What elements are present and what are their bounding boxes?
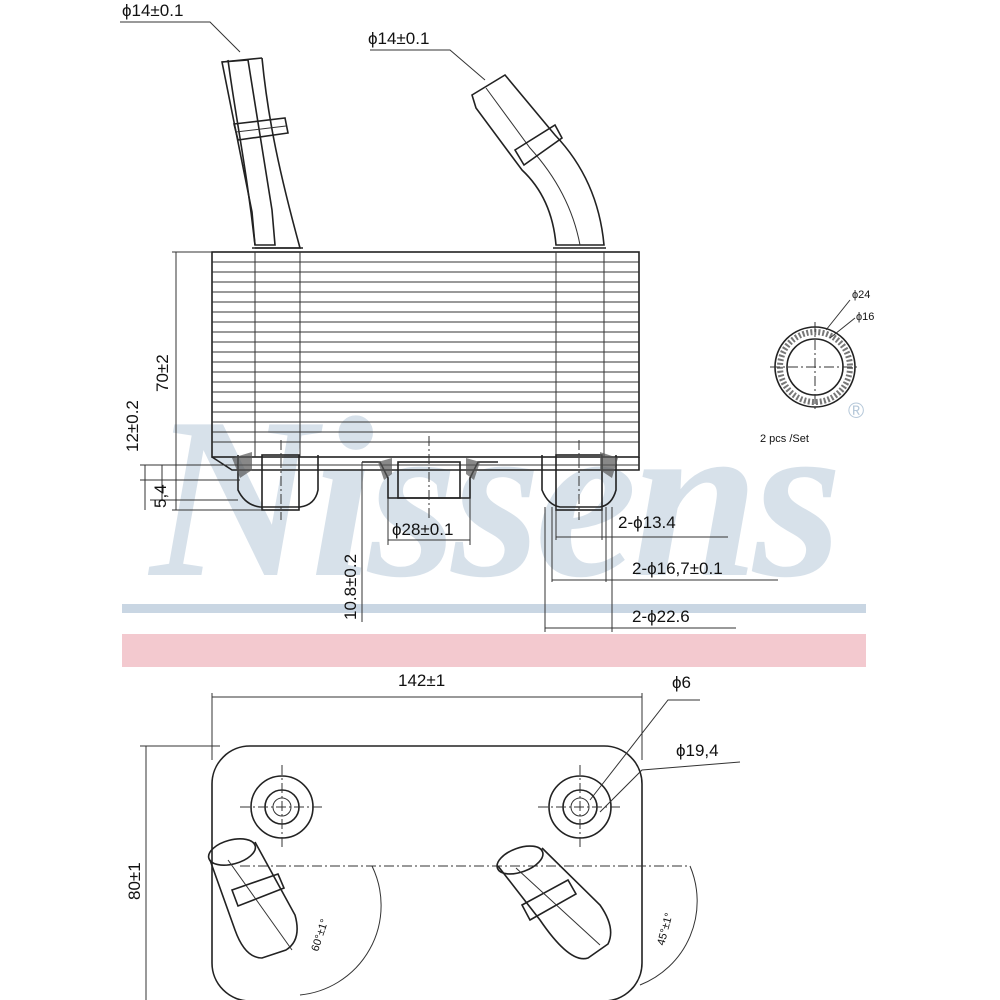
right-pipe-stub [496, 845, 612, 960]
watermark-stripe-red [122, 634, 866, 667]
height-70-label: 70±2 [153, 354, 172, 392]
core-fins [212, 261, 639, 443]
pipe-leaders [120, 21, 486, 81]
left-dimension-lines [140, 251, 262, 511]
left-pipe-collar [233, 117, 289, 141]
right-port-boss [541, 455, 617, 508]
core-outline [211, 251, 640, 458]
port-diameter-16-7-label: 2-ϕ16,7±0.1 [632, 559, 723, 578]
port-dimension-lines [544, 507, 778, 632]
hole-diameter-6-label: ϕ6 [672, 673, 691, 692]
right-pipe [471, 73, 606, 249]
depth-dimension-lines [361, 462, 471, 622]
height-5-4-label: 5,4 [151, 484, 170, 508]
right-pipe-collar [513, 123, 564, 167]
base-plate [211, 436, 640, 520]
seal-detail: ϕ24 ϕ16 2 pcs /Set [760, 289, 874, 445]
left-pipe-diameter-label: ϕ14±0.1 [122, 1, 183, 20]
left-port-boss [237, 455, 319, 508]
watermark-brand: Nissens [147, 370, 837, 625]
port-diameter-13-4-label: 2-ϕ13.4 [618, 513, 676, 532]
right-mounting-boss [538, 765, 622, 849]
watermark-registered-mark: ® [848, 398, 864, 423]
top-view-outline [211, 745, 643, 1000]
watermark-stripe-blue [122, 604, 866, 613]
seal-outer-diameter-label: ϕ24 [852, 289, 870, 301]
boss-diameter-19-4-label: ϕ19,4 [676, 741, 719, 760]
seal-quantity-note: 2 pcs /Set [760, 433, 809, 445]
depth-10-8-label: 10.8±0.2 [341, 554, 360, 620]
left-mounting-boss [240, 765, 324, 849]
watermark: Nissens ® [122, 370, 866, 667]
height-12-label: 12±0.2 [123, 400, 142, 452]
cooler-core [211, 251, 640, 458]
seal-inner-diameter-label: ϕ16 [856, 311, 874, 323]
right-pipe-diameter-label: ϕ14±0.1 [368, 29, 429, 48]
angle-45-label: 45°±1° [655, 912, 675, 947]
left-pipe-stub [207, 838, 298, 959]
port-diameter-22-6-label: 2-ϕ22.6 [632, 607, 690, 626]
height-80-label: 80±1 [125, 862, 144, 900]
left-pipe [221, 57, 303, 249]
side-view: ϕ14±0.1 ϕ14±0.1 70±2 12±0.2 5,4 10.8±0.2… [120, 1, 778, 632]
center-diameter-label: ϕ28±0.1 [392, 520, 453, 539]
top-view: 142±1 80±1 ϕ6 ϕ19,4 [125, 671, 741, 1000]
width-142-label: 142±1 [398, 671, 445, 690]
angle-60-label: 60°±1° [309, 918, 331, 953]
